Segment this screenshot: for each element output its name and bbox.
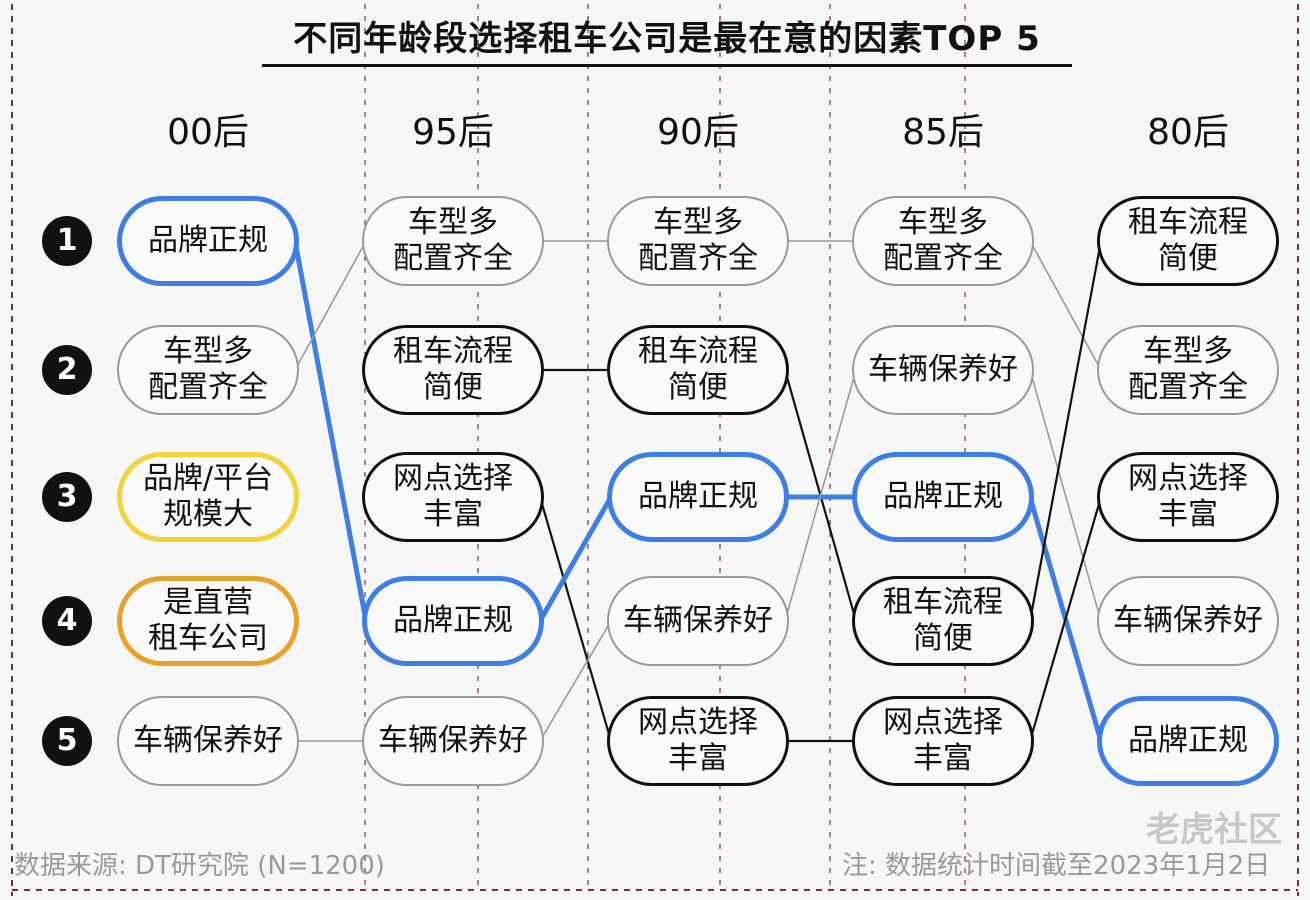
factor-node: 是直营 租车公司 xyxy=(117,576,299,666)
rank-badge-4: 4 xyxy=(42,596,92,646)
rank-badge-5: 5 xyxy=(42,716,92,766)
connector-black-17 xyxy=(1028,496,1103,742)
source-note: 数据来源: DT研究院 (N=1200) xyxy=(14,851,385,881)
factor-node: 品牌正规 xyxy=(852,452,1034,542)
factor-node: 车辆保养好 xyxy=(607,576,789,666)
column-header: 90后 xyxy=(657,112,739,153)
factor-node: 车辆保养好 xyxy=(1097,576,1279,666)
factor-node: 租车流程 简便 xyxy=(852,576,1034,666)
connector-black-16 xyxy=(1028,240,1103,622)
factor-node: 车辆保养好 xyxy=(852,325,1034,415)
factor-node: 车辆保养好 xyxy=(362,696,544,786)
column-header: 85后 xyxy=(902,112,984,153)
factor-node: 品牌正规 xyxy=(607,452,789,542)
factor-node: 车辆保养好 xyxy=(117,696,299,786)
column-header: 00后 xyxy=(167,112,249,153)
rank-badge-3: 3 xyxy=(42,472,92,522)
page-title: 不同年龄段选择租车公司是最在意的因素TOP 5 xyxy=(262,14,1072,67)
factor-node: 品牌正规 xyxy=(117,196,299,286)
factor-node: 租车流程 简便 xyxy=(1097,196,1279,286)
rank-badge-1: 1 xyxy=(42,216,92,266)
factor-node: 车型多 配置齐全 xyxy=(117,325,299,415)
connector-gray-7 xyxy=(539,620,612,742)
factor-node: 车型多 配置齐全 xyxy=(362,196,544,286)
factor-node: 网点选择 丰富 xyxy=(852,696,1034,786)
factor-node: 租车流程 简便 xyxy=(607,325,789,415)
stat-date-note: 注: 数据统计时间截至2023年1月2日 xyxy=(842,851,1271,881)
factor-node: 车型多 配置齐全 xyxy=(1097,325,1279,415)
connector-gray-14 xyxy=(1029,369,1102,622)
connector-blue-0 xyxy=(292,240,369,622)
factor-node: 品牌/平台 规模大 xyxy=(117,452,299,542)
connector-blue-6 xyxy=(537,495,614,623)
watermark: 老虎社区 xyxy=(1146,810,1282,850)
column-header: 80后 xyxy=(1147,112,1229,153)
factor-node: 品牌正规 xyxy=(362,576,544,666)
factor-node: 网点选择 丰富 xyxy=(362,452,544,542)
connector-gray-13 xyxy=(1029,240,1102,371)
factor-node: 租车流程 简便 xyxy=(362,325,544,415)
factor-node: 网点选择 丰富 xyxy=(1097,452,1279,542)
connector-black-5 xyxy=(538,496,613,742)
factor-node: 车型多 配置齐全 xyxy=(852,196,1034,286)
factor-node: 车型多 配置齐全 xyxy=(607,196,789,286)
column-header: 95后 xyxy=(412,112,494,153)
rank-badge-2: 2 xyxy=(42,345,92,395)
factor-node: 网点选择 丰富 xyxy=(607,696,789,786)
connector-gray-1 xyxy=(294,240,367,371)
connector-gray-11 xyxy=(784,369,857,622)
factor-node: 品牌正规 xyxy=(1097,696,1279,786)
